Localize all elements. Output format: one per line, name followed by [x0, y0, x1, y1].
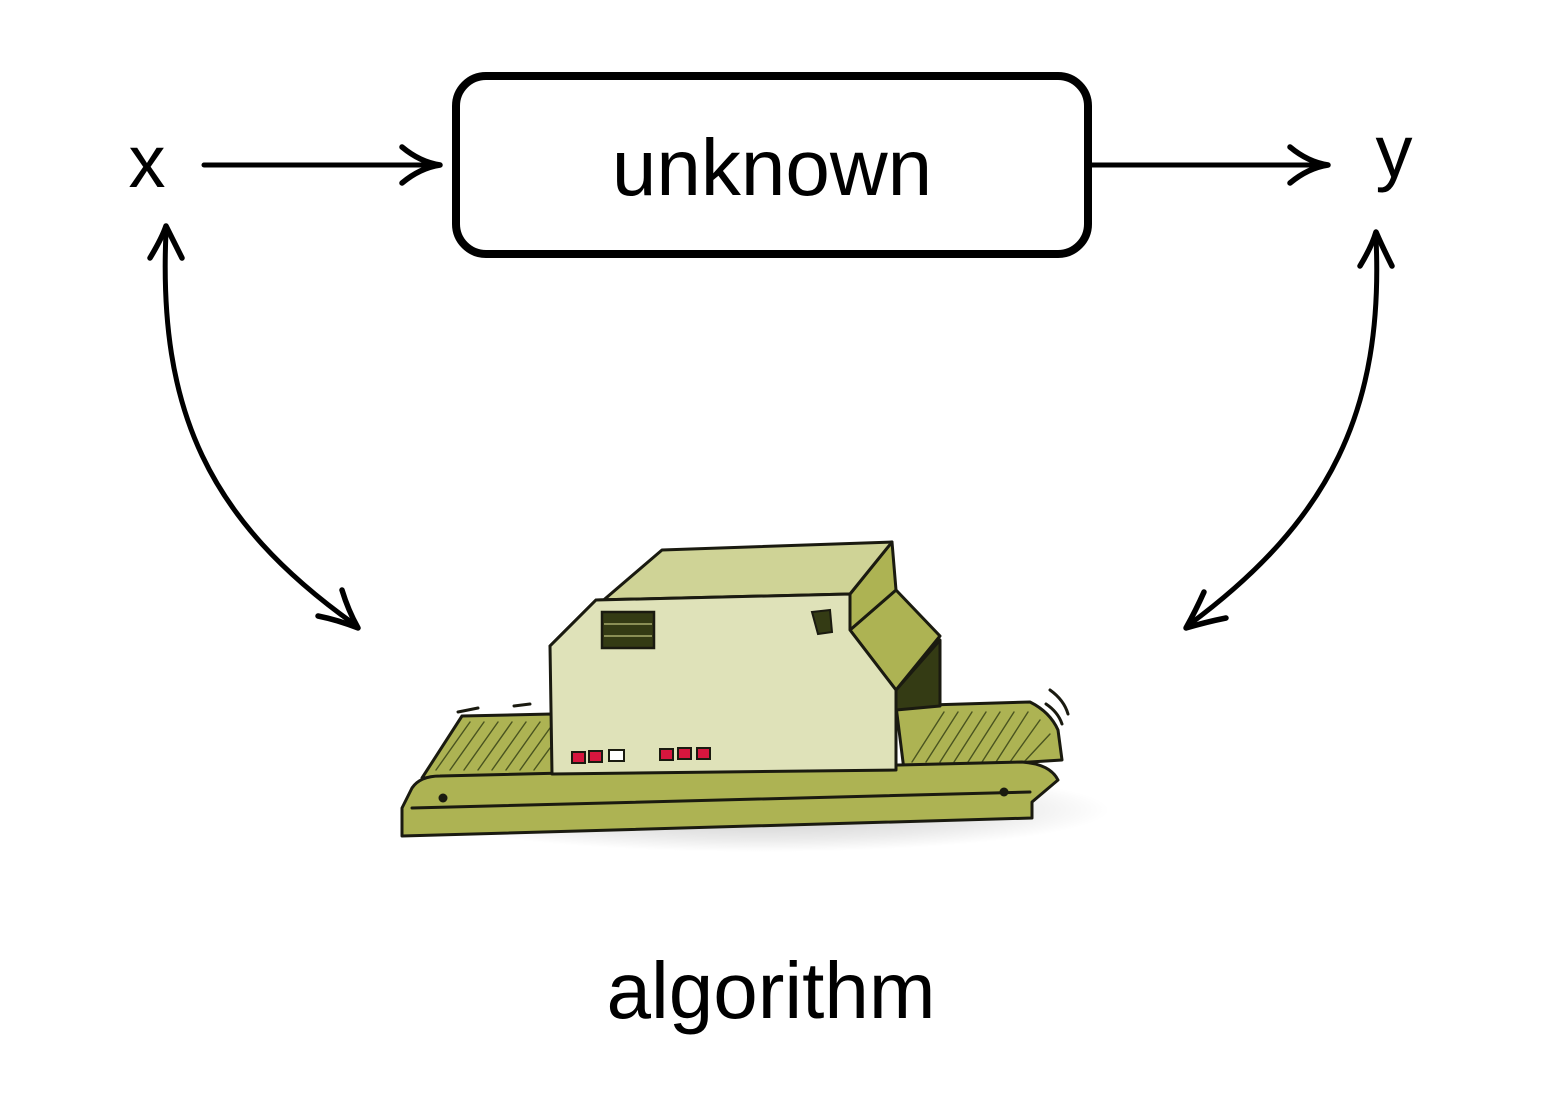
double-arrow-x-algorithm	[147, 223, 361, 631]
indicator-lights-right	[659, 747, 711, 761]
conveyor-hatch-right	[911, 711, 1051, 763]
conveyor-hatch-left	[435, 721, 551, 771]
input-x-label: x	[129, 120, 166, 203]
double-arrow-y-algorithm	[1183, 229, 1395, 631]
output-y-label: y	[1376, 110, 1413, 193]
unknown-box: unknown	[452, 72, 1092, 258]
algorithm-label: algorithm	[606, 946, 935, 1035]
arrow-x-to-unknown	[201, 144, 443, 186]
arrow-unknown-to-y	[1089, 144, 1331, 186]
indicator-lights-left	[571, 749, 625, 764]
switch-icon	[810, 608, 834, 636]
conveyor-machine-icon	[400, 540, 1110, 852]
unknown-label: unknown	[612, 123, 932, 212]
vent-panel	[600, 610, 656, 650]
